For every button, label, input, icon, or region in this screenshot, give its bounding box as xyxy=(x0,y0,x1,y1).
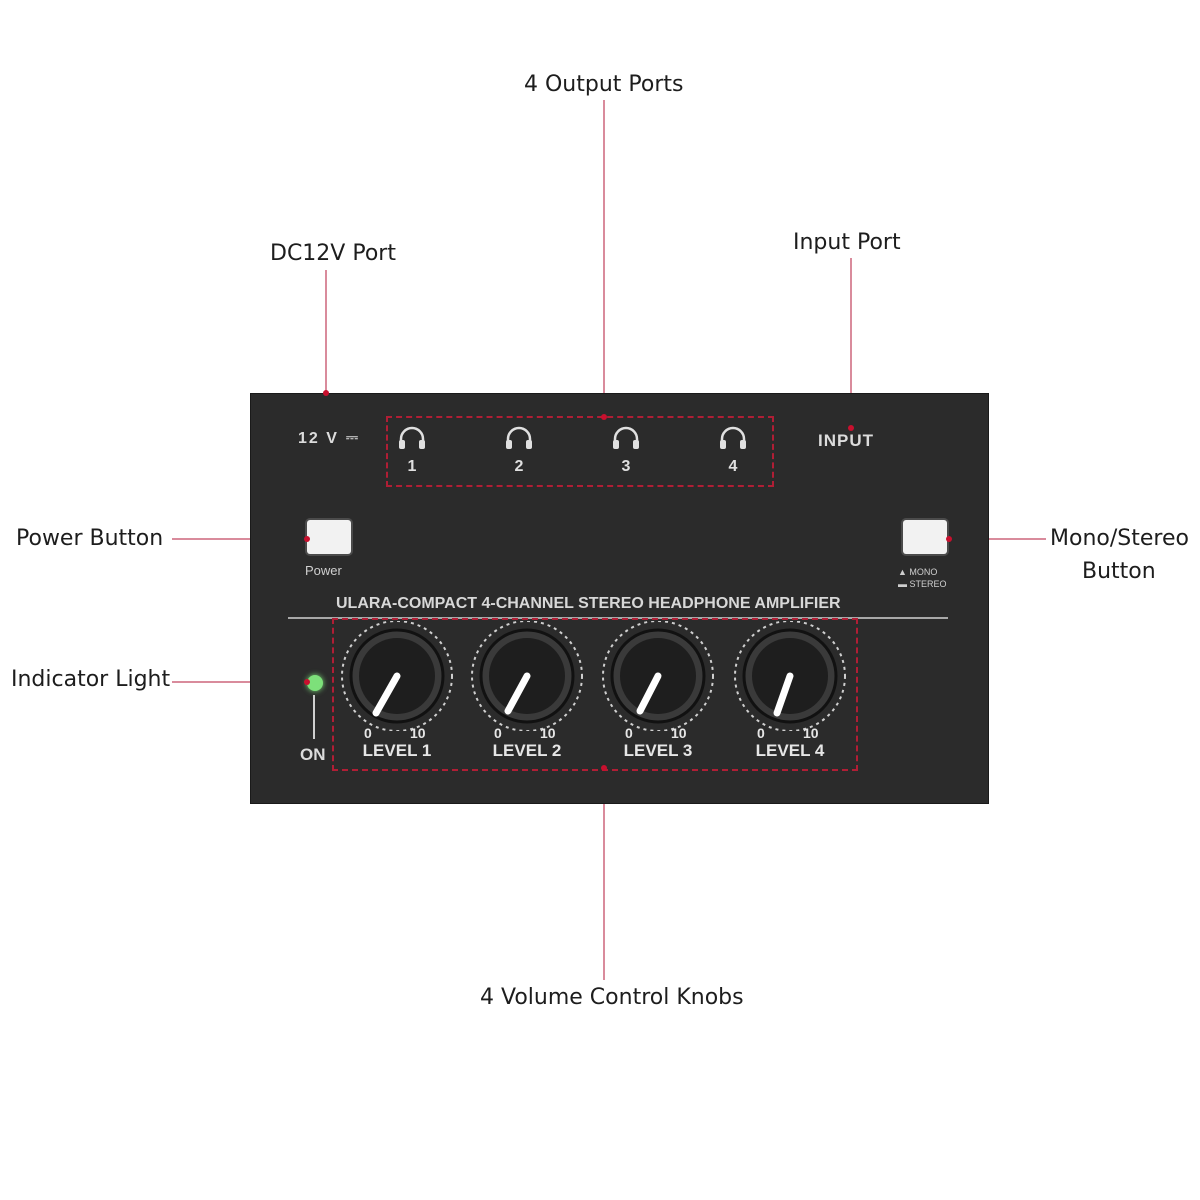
indicator-light-dot xyxy=(304,679,310,685)
port-number: 4 xyxy=(728,458,738,475)
output-port-4[interactable]: 4 xyxy=(713,425,753,476)
power-button-dot xyxy=(304,536,310,542)
indicator-light xyxy=(307,675,323,691)
power-button-label: Power xyxy=(305,563,342,578)
output-port-2[interactable]: 2 xyxy=(499,425,539,476)
headphones-icon xyxy=(506,426,532,449)
knob-min: 0 xyxy=(625,725,633,741)
output-ports-callout: 4 Output Ports xyxy=(524,72,684,97)
volume-knobs-callout: 4 Volume Control Knobs xyxy=(480,985,744,1010)
mono-label: ▲ MONO xyxy=(898,567,938,577)
knob-min: 0 xyxy=(364,725,372,741)
knob-label: LEVEL 3 xyxy=(623,741,693,760)
port-number: 2 xyxy=(514,458,524,475)
input-port-leader xyxy=(850,258,852,428)
mono-text: MONO xyxy=(909,567,938,577)
mono-stereo-callout-line1: Mono/Stereo xyxy=(1050,526,1189,551)
dc-port-callout: DC12V Port xyxy=(270,241,396,266)
power-button-leader xyxy=(172,538,306,540)
indicator-light-callout: Indicator Light xyxy=(11,667,171,692)
input-port-dot xyxy=(848,425,854,431)
power-button[interactable] xyxy=(307,520,351,554)
knob-dial-icon xyxy=(602,621,714,731)
knob-max: 10 xyxy=(410,725,426,741)
knob-dial-icon xyxy=(734,621,846,731)
power-button-callout: Power Button xyxy=(16,526,164,551)
mono-stereo-button[interactable] xyxy=(903,520,947,554)
knob-min: 0 xyxy=(757,725,765,741)
knob-max: 10 xyxy=(803,725,819,741)
dc-power-label: 12 V xyxy=(298,430,339,447)
on-label: ON xyxy=(300,745,326,764)
dc-port-dot xyxy=(323,390,329,396)
mono-stereo-leader xyxy=(948,538,1046,540)
headphones-icon xyxy=(720,426,746,449)
volume-knob-4[interactable]: 0 10 LEVEL 4 xyxy=(731,621,849,760)
dc-port-leader xyxy=(325,270,327,393)
output-ports-dot xyxy=(601,414,607,420)
output-ports-leader xyxy=(603,100,605,416)
knob-label: LEVEL 1 xyxy=(362,741,432,760)
volume-knobs-leader xyxy=(603,768,605,980)
headphones-icon xyxy=(399,426,425,449)
indicator-line xyxy=(313,695,315,739)
dc-symbol: ⎓ xyxy=(346,429,358,446)
knob-max: 10 xyxy=(540,725,556,741)
input-port-callout: Input Port xyxy=(793,230,901,255)
volume-knobs-highlight xyxy=(332,618,858,771)
output-port-3[interactable]: 3 xyxy=(606,425,646,476)
device-title: ULARA-COMPACT 4-CHANNEL STEREO HEADPHONE… xyxy=(336,595,841,612)
port-number: 1 xyxy=(407,458,417,475)
knob-dial-icon xyxy=(471,621,583,731)
mono-stereo-dot xyxy=(946,536,952,542)
stereo-label: ▬ STEREO xyxy=(898,579,947,589)
knob-max: 10 xyxy=(671,725,687,741)
mono-stereo-callout-line2: Button xyxy=(1082,559,1156,584)
headphones-icon xyxy=(613,426,639,449)
port-number: 3 xyxy=(621,458,631,475)
knob-label: LEVEL 2 xyxy=(492,741,562,760)
output-port-1[interactable]: 1 xyxy=(392,425,432,476)
volume-knobs-dot xyxy=(601,765,607,771)
volume-knob-1[interactable]: 0 10 LEVEL 1 xyxy=(338,621,456,760)
knob-label: LEVEL 4 xyxy=(755,741,825,760)
output-ports-highlight xyxy=(386,416,774,487)
knob-dial-icon xyxy=(341,621,453,731)
stereo-text: STEREO xyxy=(909,579,947,589)
knob-min: 0 xyxy=(494,725,502,741)
volume-knob-2[interactable]: 0 10 LEVEL 2 xyxy=(468,621,586,760)
input-port-label[interactable]: INPUT xyxy=(818,431,874,450)
indicator-light-leader xyxy=(172,681,306,683)
volume-knob-3[interactable]: 0 10 LEVEL 3 xyxy=(599,621,717,760)
